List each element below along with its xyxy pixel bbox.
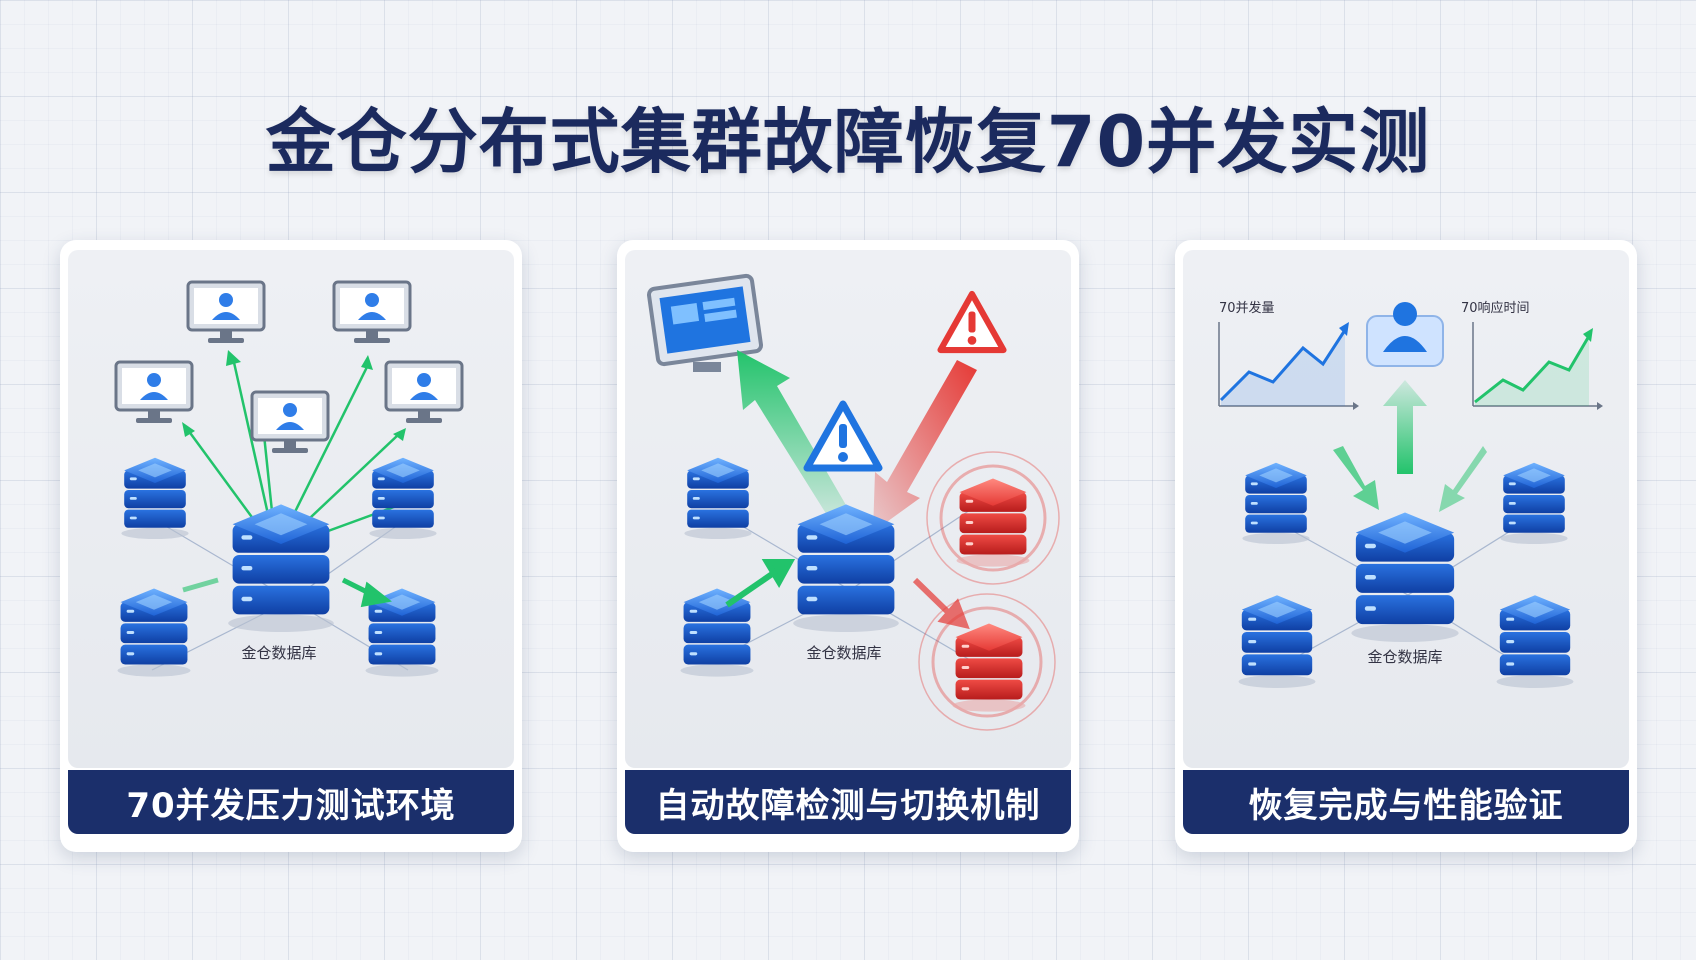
green-arrow	[1333, 446, 1379, 510]
green-arrow-up	[737, 350, 850, 520]
panel-caption: 自动故障检测与切换机制	[625, 770, 1071, 834]
green-arrow	[1439, 446, 1487, 512]
panel-caption: 70并发压力测试环境	[68, 770, 514, 834]
green-arrow-down	[1383, 380, 1427, 474]
monitor-icon	[186, 280, 266, 345]
db-label: 金仓数据库	[241, 644, 316, 662]
server-stack-icon	[369, 457, 437, 539]
server-stack-icon	[1500, 462, 1568, 544]
db-label: 金仓数据库	[806, 644, 881, 662]
monitor-icon	[114, 360, 194, 425]
server-stack-icon	[680, 588, 754, 677]
db-label: 金仓数据库	[1367, 648, 1442, 666]
panel-caption: 恢复完成与性能验证	[1183, 770, 1629, 834]
panel-load-test: 金仓数据库 70并发压力测试环境	[60, 240, 522, 852]
line-chart-icon: 70响应时间	[1461, 300, 1603, 410]
server-stack-icon	[228, 504, 334, 632]
server-stack-icon	[684, 457, 752, 539]
panel-load-test-illustration: 金仓数据库	[68, 250, 514, 768]
server-stack-icon-faulty	[956, 478, 1030, 567]
server-stack-icon	[117, 588, 191, 677]
server-stack-icon	[121, 457, 189, 539]
server-stack-icon-faulty	[952, 623, 1026, 712]
warning-icon	[807, 404, 879, 468]
client-monitors	[114, 280, 464, 455]
panel-failover-illustration: 金仓数据库	[625, 250, 1071, 768]
panel-failover: 金仓数据库 自动故障检测与切换机制	[617, 240, 1079, 852]
line-chart-icon: 70并发量	[1218, 300, 1359, 410]
chart-right-label: 70响应时间	[1461, 300, 1530, 316]
server-stack-icon	[793, 504, 899, 632]
panel-recovery: 70并发量 70响应时间	[1175, 240, 1637, 852]
monitor-icon	[250, 390, 330, 455]
panel-recovery-illustration: 70并发量 70响应时间	[1183, 250, 1629, 768]
server-stack-icon	[1238, 595, 1316, 688]
server-stack-icon	[1496, 595, 1574, 688]
chart-left-label: 70并发量	[1219, 300, 1275, 316]
user-icon	[1366, 302, 1444, 367]
page-title: 金仓分布式集群故障恢复70并发实测	[265, 101, 1431, 183]
monitor-icon	[384, 360, 464, 425]
monitor-icon	[332, 280, 412, 345]
red-arrow-down	[873, 360, 977, 532]
warning-icon	[941, 294, 1004, 350]
server-stack-icon	[1351, 512, 1459, 642]
server-stack-icon	[1242, 462, 1310, 544]
monitor-icon	[646, 273, 764, 372]
